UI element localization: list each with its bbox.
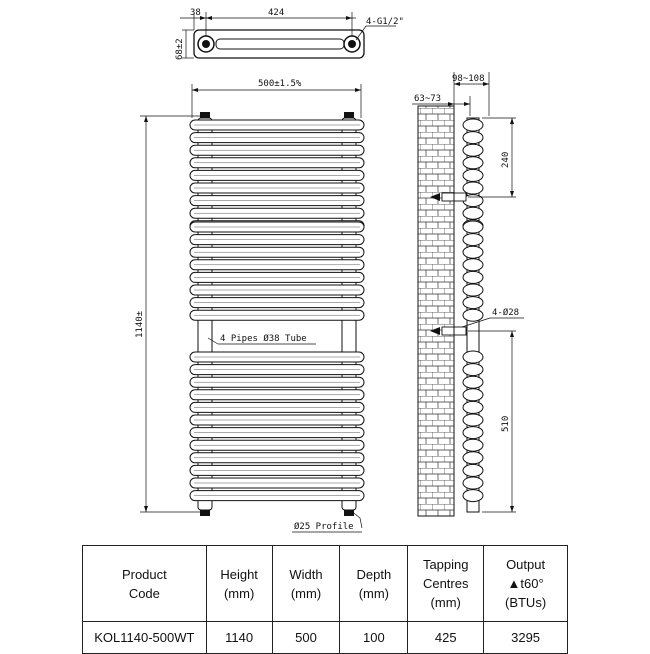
front-bars-group [189, 119, 365, 502]
side-fin [462, 258, 484, 272]
side-fins-group [462, 118, 484, 503]
top-bracket [430, 192, 467, 202]
side-fin [462, 296, 484, 310]
side-fin [462, 308, 484, 322]
dim-depth-label: 68±2 [175, 38, 185, 60]
dim-offset-label: 38 [190, 8, 201, 18]
front-view: 500±1.5% 1140± 4 Pipes Ø38 Tube Ø25 Prof… [135, 79, 365, 533]
dim-bottom-bracket-label: 510 [501, 416, 511, 432]
side-fin [462, 206, 484, 220]
side-fin [462, 451, 484, 465]
side-fin [462, 168, 484, 182]
side-fin [462, 375, 484, 389]
thread-note: 4-G1/2" [366, 17, 404, 27]
fixings-note: 4-Ø28 [492, 307, 519, 318]
side-fin [462, 156, 484, 170]
dim-projection-label: 98~108 [452, 74, 485, 84]
bottom-bracket [430, 326, 467, 336]
side-fin [462, 400, 484, 414]
pipes-note: 4 Pipes Ø38 Tube [220, 333, 307, 344]
side-fin [462, 413, 484, 427]
side-fin [462, 350, 484, 364]
cell-output: 3295 [483, 621, 568, 654]
technical-drawing: 38 424 4-G1/2" 68±2 500±1.5% 1140± [135, 8, 524, 533]
cell-width: 500 [271, 621, 341, 654]
spec-table-header-row: Product Code Height (mm) Width (mm) Dept… [82, 545, 568, 622]
header-width: Width (mm) [271, 545, 341, 622]
top-view-slot [215, 38, 345, 50]
cell-product-code: KOL1140-500WT [82, 621, 207, 654]
side-fin [462, 245, 484, 259]
side-fin [462, 181, 484, 195]
side-fin [462, 489, 484, 503]
side-fin [462, 118, 484, 132]
dim-centres-label: 424 [268, 8, 284, 18]
side-fin [462, 438, 484, 452]
header-output: Output ▲t60° (BTUs) [483, 545, 568, 622]
brick-wall [417, 105, 455, 517]
side-fin [462, 388, 484, 402]
dim-wall-gap-label: 63~73 [414, 94, 441, 104]
side-fin [462, 143, 484, 157]
side-fin [462, 463, 484, 477]
header-height: Height (mm) [205, 545, 273, 622]
side-view: 98~108 63~73 240 510 4-Ø28 [412, 72, 524, 517]
side-fin [462, 426, 484, 440]
table-row: KOL1140-500WT 1140 500 100 425 3295 [82, 621, 568, 654]
header-depth: Depth (mm) [339, 545, 409, 622]
top-view-body [193, 29, 365, 59]
side-fin [462, 233, 484, 247]
cell-tapping-centres: 425 [407, 621, 485, 654]
profile-note: Ø25 Profile [294, 521, 354, 532]
side-fin [462, 363, 484, 377]
header-product-code: Product Code [82, 545, 207, 622]
cell-depth: 100 [339, 621, 409, 654]
dim-height-label: 1140± [135, 310, 145, 338]
cell-height: 1140 [205, 621, 273, 654]
side-fin [462, 283, 484, 297]
spec-table: Product Code Height (mm) Width (mm) Dept… [82, 545, 568, 654]
side-fin [462, 270, 484, 284]
dim-width-label: 500±1.5% [258, 79, 302, 89]
header-tapping-centres: Tapping Centres (mm) [407, 545, 485, 622]
top-view: 38 424 4-G1/2" 68±2 [175, 8, 404, 60]
side-fin [462, 476, 484, 490]
dim-top-bracket-label: 240 [501, 152, 511, 168]
side-fin [462, 131, 484, 145]
side-fin [462, 220, 484, 234]
